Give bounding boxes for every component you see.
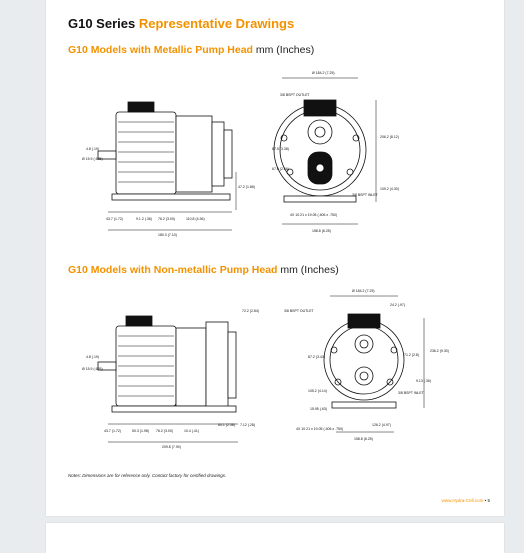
inlet-label: 3/8 BSPT INLET — [398, 391, 425, 395]
dim-label: 105.2 (4.14) — [308, 389, 327, 393]
dim-label: 60.1 (2.38) — [218, 423, 235, 427]
front-view-metallic — [273, 77, 377, 225]
dim-label: 76.2 (3.00) — [158, 217, 175, 221]
front-view-nonmetallic — [323, 295, 425, 433]
dim-label: 43.7 (1.72) — [106, 217, 123, 221]
dim-label: Ø 15.9 (.625) — [82, 157, 103, 161]
dim-label: 7.12 (.28) — [240, 423, 255, 427]
dim-label: Ø 184.2 (7.25) — [312, 71, 335, 75]
dim-label: 126.2 (4.97) — [372, 423, 391, 427]
dim-label: 236.2 (9.30) — [430, 349, 449, 353]
side-view-nonmetallic — [97, 315, 238, 443]
dim-label: 4X 10.21 x 19.05 (.406 x .750) — [296, 427, 343, 431]
metallic-pump-drawing: 4.8 (.19) Ø 15.9 (.625) 43.7 (1.72) 9.1.… — [82, 71, 399, 237]
title-text: Representative Drawings — [138, 16, 295, 31]
dim-label: 43.7 (1.72) — [104, 429, 121, 433]
series-name: G10 Series — [68, 16, 136, 31]
dim-label: 158.8 (6.25) — [354, 437, 373, 441]
dim-label: 72.2 (2.84) — [242, 309, 259, 313]
dim-label: 87.2 (3.43) — [308, 355, 325, 359]
dim-label: 9.1.2 (.36) — [136, 217, 152, 221]
dim-label: 10.4 (.41) — [184, 429, 199, 433]
dim-label: 87.5 (3.38) — [272, 147, 289, 151]
nonmetallic-pump-drawing: 72.2 (2.84) 4.8 (.19) Ø 15.9 (.625) 43.7… — [82, 289, 449, 449]
page-number: 5 — [487, 498, 490, 503]
inlet-label: 3/8 BSPT INLET — [352, 193, 379, 197]
dim-label: Ø 15.9 (.625) — [82, 367, 103, 371]
dim-label: 67.6 (2.66) — [272, 167, 289, 171]
section1-heading: G10 Models with Metallic Pump Head mm (I… — [68, 44, 315, 56]
dim-label: 206.2 (8.12) — [380, 135, 399, 139]
side-view-metallic — [97, 101, 237, 231]
dim-label: 9.13 (.36) — [416, 379, 431, 383]
document-page: G10 Series Representative Drawings G10 M… — [46, 0, 504, 516]
dim-label: 4.8 (.19) — [86, 355, 99, 359]
footer-separator: • — [484, 498, 488, 503]
dim-label: 71.2 (2.8) — [404, 353, 419, 357]
dim-label: 15.95 (.63) — [310, 407, 327, 411]
notes-text: Notes: Dimensions are for reference only… — [68, 473, 227, 478]
dim-label: 209.8 (7.90) — [162, 445, 181, 449]
dim-label: Ø 184.2 (7.25) — [352, 289, 375, 293]
website-link[interactable]: www.Hydra-Cell.com — [441, 498, 484, 503]
dim-label: 4X 10.21 x 19.05 (.406 x .750) — [290, 213, 337, 217]
section2-heading: G10 Models with Non-metallic Pump Head m… — [68, 264, 339, 276]
dim-label: 4.8 (.19) — [86, 147, 99, 151]
outlet-label: 3/8 BSPT OUTLET — [280, 93, 311, 97]
dim-label: 24.2 (.97) — [390, 303, 405, 307]
page-title: G10 Series Representative Drawings — [68, 16, 294, 31]
dim-label: 47.2 (1.86) — [238, 185, 255, 189]
outlet-label: 3/8 BSPT OUTLET — [284, 309, 315, 313]
dim-label: 76.2 (3.00) — [156, 429, 173, 433]
next-page-edge — [46, 523, 504, 553]
page-footer: www.Hydra-Cell.com • 5 — [442, 498, 490, 503]
dim-label: 158.8 (6.25) — [312, 229, 331, 233]
dim-label: 50.3 (1.98) — [132, 429, 149, 433]
dim-label: 180.3 (7.10) — [158, 233, 177, 237]
dim-label: 110.8 (4.36) — [186, 217, 205, 221]
dim-label: 109.2 (4.30) — [380, 187, 399, 191]
